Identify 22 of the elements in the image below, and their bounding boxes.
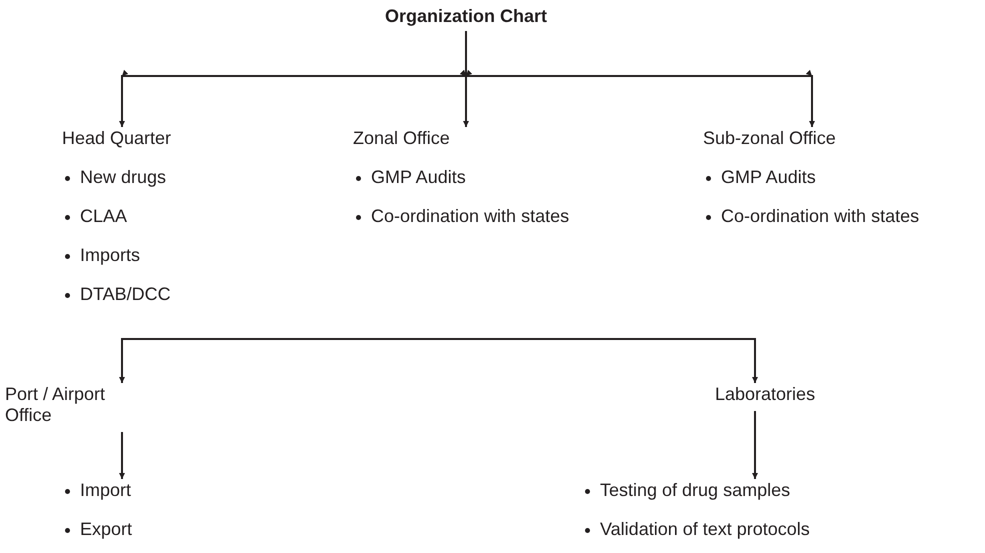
duty-item: GMP Audits (721, 167, 816, 187)
duty-item: Validation of text protocols (600, 519, 810, 539)
duty-item: Import (80, 480, 132, 500)
chart-title: Organization Chart (384, 6, 548, 27)
duty-item: CLAA (80, 206, 128, 226)
duty-item: Testing of drug samples (600, 480, 790, 500)
duty-item: Export (80, 519, 132, 539)
office-heading: Laboratories (715, 384, 816, 405)
office-heading: Zonal Office (353, 128, 451, 149)
connector-arrow (752, 411, 758, 479)
connector-arrow (438, 338, 758, 383)
office-heading: Sub-zonal Office (703, 128, 837, 149)
duty-item: GMP Audits (371, 167, 466, 187)
duty-item: Co-ordination with states (371, 206, 570, 226)
duty-item: DTAB/DCC (80, 284, 171, 304)
connector-arrow (119, 432, 125, 479)
duty-item: New drugs (80, 167, 166, 187)
connector-arrow (119, 338, 438, 383)
duty-item: Imports (80, 245, 140, 265)
office-heading: Head Quarter (62, 128, 172, 149)
duty-item: Co-ordination with states (721, 206, 920, 226)
office-heading: Port / Airport Office (5, 384, 106, 426)
